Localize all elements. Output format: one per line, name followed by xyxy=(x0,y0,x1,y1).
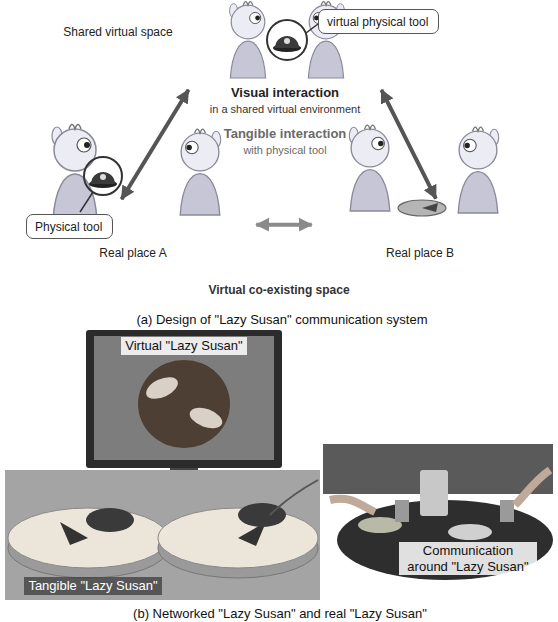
co-existing-space-ellipse: Virtual co-existing space Real place A Phy… xyxy=(3,112,555,308)
cable xyxy=(270,480,318,515)
wedge-mark xyxy=(238,522,266,546)
ellipse-shape xyxy=(3,112,555,308)
glove-shape xyxy=(86,508,134,532)
glove-shape xyxy=(238,503,286,527)
figure-caption: (b) Networked "Lazy Susan" and real "Laz… xyxy=(133,606,427,622)
interaction-label: Visual interaction xyxy=(231,85,339,101)
bowl-shape xyxy=(358,517,402,533)
turntable-top xyxy=(158,508,318,568)
photo-networked xyxy=(5,330,320,600)
person-figure xyxy=(180,129,221,215)
arm-shape xyxy=(515,470,550,505)
callout-box: virtual physical tool xyxy=(318,9,439,34)
node-text: Virtual co-existing space xyxy=(208,283,349,297)
glass-shape xyxy=(500,500,514,522)
turntable-side xyxy=(8,518,168,578)
real-place-ellipse: Real place B xyxy=(308,198,526,270)
node-text: Real place B xyxy=(386,246,454,260)
person-figure xyxy=(52,125,97,221)
callout-text: virtual physical tool xyxy=(327,15,428,31)
virtual-turntable xyxy=(138,360,230,448)
leader-line xyxy=(80,192,93,212)
ellipse-fill xyxy=(308,198,526,270)
monitor-frame xyxy=(86,330,282,468)
panel-fill xyxy=(323,444,553,596)
hand-shape xyxy=(143,373,181,404)
glass-shape xyxy=(395,500,409,522)
node-text: Communication around "Lazy Susan" xyxy=(399,542,537,575)
interaction-note: in a shared virtual environment xyxy=(210,103,360,116)
table-top xyxy=(337,500,553,580)
interaction-note: with physical tool xyxy=(243,144,326,157)
panel-fill xyxy=(5,328,320,600)
bowl-shape xyxy=(448,524,492,540)
highlight-circle xyxy=(84,157,122,195)
place-a-figures xyxy=(52,125,221,221)
person-figure xyxy=(349,125,390,211)
turntable-side xyxy=(158,518,318,578)
interaction-arrow xyxy=(381,90,436,199)
desk-surface xyxy=(5,470,320,600)
person-figure xyxy=(458,127,499,213)
background xyxy=(323,444,553,494)
photo-panel: Virtual "Lazy Susan" Tangible "Lazy Susan… xyxy=(5,328,320,600)
ellipse-fill xyxy=(3,112,555,308)
interaction-arrow xyxy=(122,90,189,199)
monitor-stand xyxy=(170,468,198,478)
node-text: Virtual "Lazy Susan" xyxy=(121,337,246,355)
physical-tool-icon xyxy=(89,172,117,188)
place-b-figures xyxy=(349,125,498,216)
hand-shape xyxy=(187,404,225,433)
interaction-label: Tangible interaction xyxy=(224,126,347,142)
figure-caption: (a) Design of "Lazy Susan" communication… xyxy=(136,312,427,328)
callout-box: Physical tool xyxy=(26,214,113,239)
node-text: Shared virtual space xyxy=(63,25,172,39)
leader-line xyxy=(306,24,318,33)
photo-panel: Communication around "Lazy Susan" xyxy=(323,444,553,596)
interaction-arrow xyxy=(256,223,311,227)
avatar-figure xyxy=(230,2,266,78)
node-text: Real place A xyxy=(99,246,166,260)
node-text: Tangible "Lazy Susan" xyxy=(24,577,161,595)
wedge-mark xyxy=(60,522,88,545)
turntable-icon xyxy=(398,200,446,216)
arm-shape xyxy=(330,499,375,512)
callout-text: Physical tool xyxy=(35,220,102,236)
monitor-screen xyxy=(94,336,274,460)
photo-real xyxy=(323,444,553,580)
panel-shape xyxy=(5,328,320,600)
wedge-mark xyxy=(422,203,438,212)
jug-shape xyxy=(420,470,448,516)
virtual-tool-icon xyxy=(273,36,301,52)
turntable-top xyxy=(8,508,168,568)
highlight-circle xyxy=(267,20,307,60)
